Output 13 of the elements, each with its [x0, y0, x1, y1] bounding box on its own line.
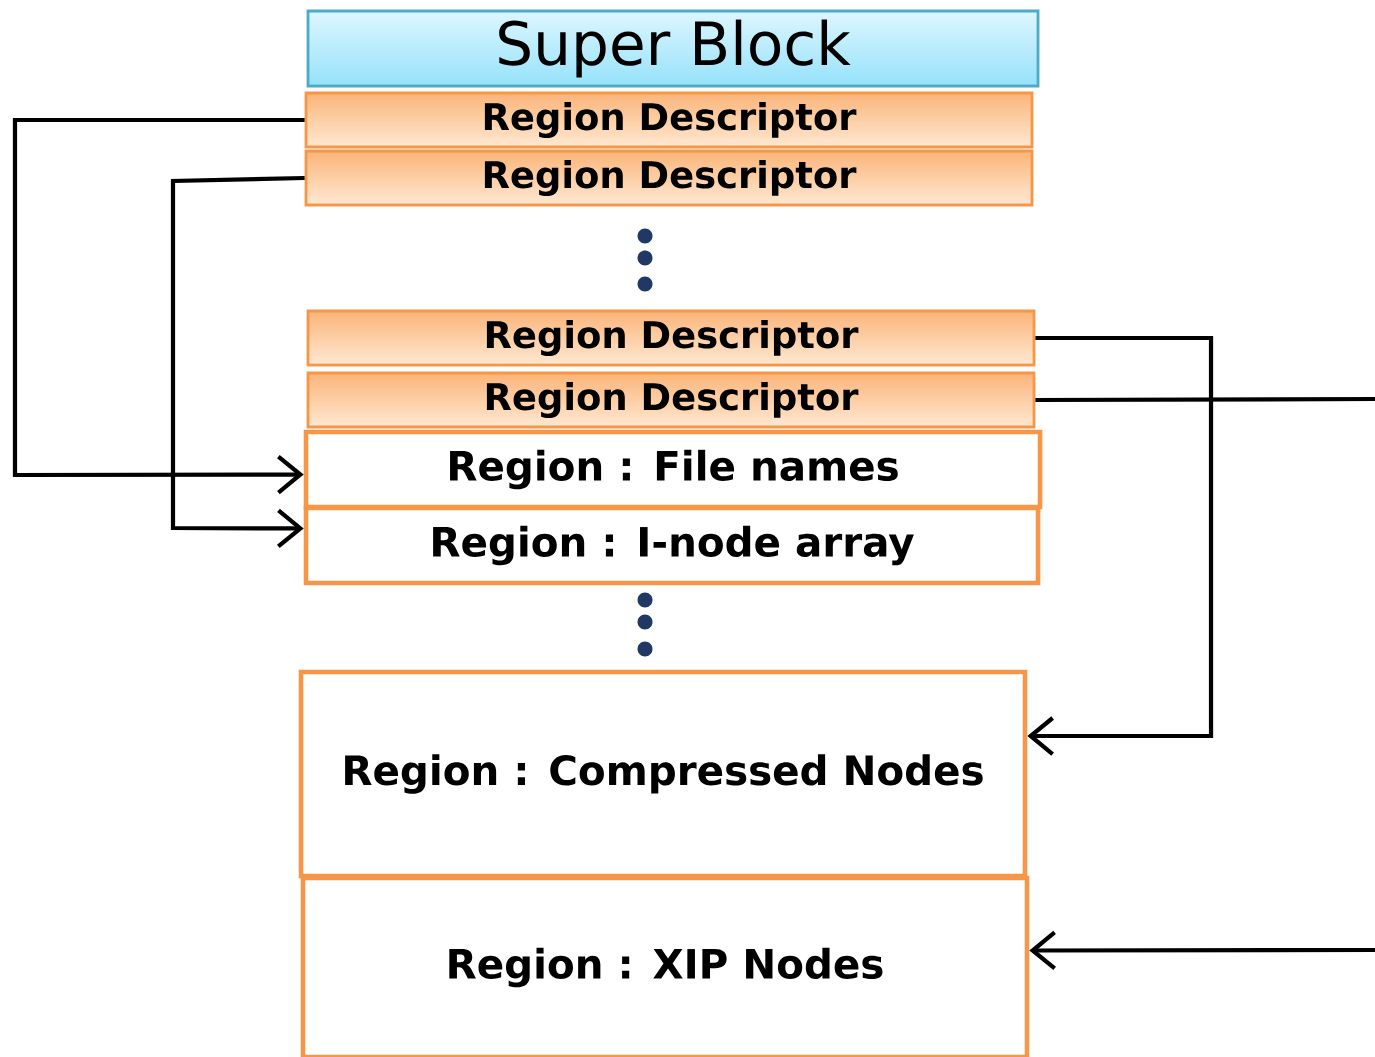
region-box: Region : XIP Nodes	[300, 875, 1030, 1057]
arrow	[12, 117, 305, 495]
region-descriptor-box: Region Descriptor	[306, 371, 1036, 429]
super-block-box: Super Block	[306, 9, 1040, 88]
region-box: Region : Compressed Nodes	[298, 669, 1028, 879]
region-box: Region : I-node array	[303, 505, 1041, 586]
region-box: Region : File names	[303, 429, 1043, 510]
region-descriptor-box: Region Descriptor	[304, 91, 1034, 149]
arrow	[170, 175, 305, 549]
region-descriptor-box: Region Descriptor	[306, 309, 1036, 367]
arrow	[1029, 930, 1375, 971]
arrow	[1027, 335, 1214, 756]
region-descriptor-box: Region Descriptor	[304, 149, 1034, 207]
